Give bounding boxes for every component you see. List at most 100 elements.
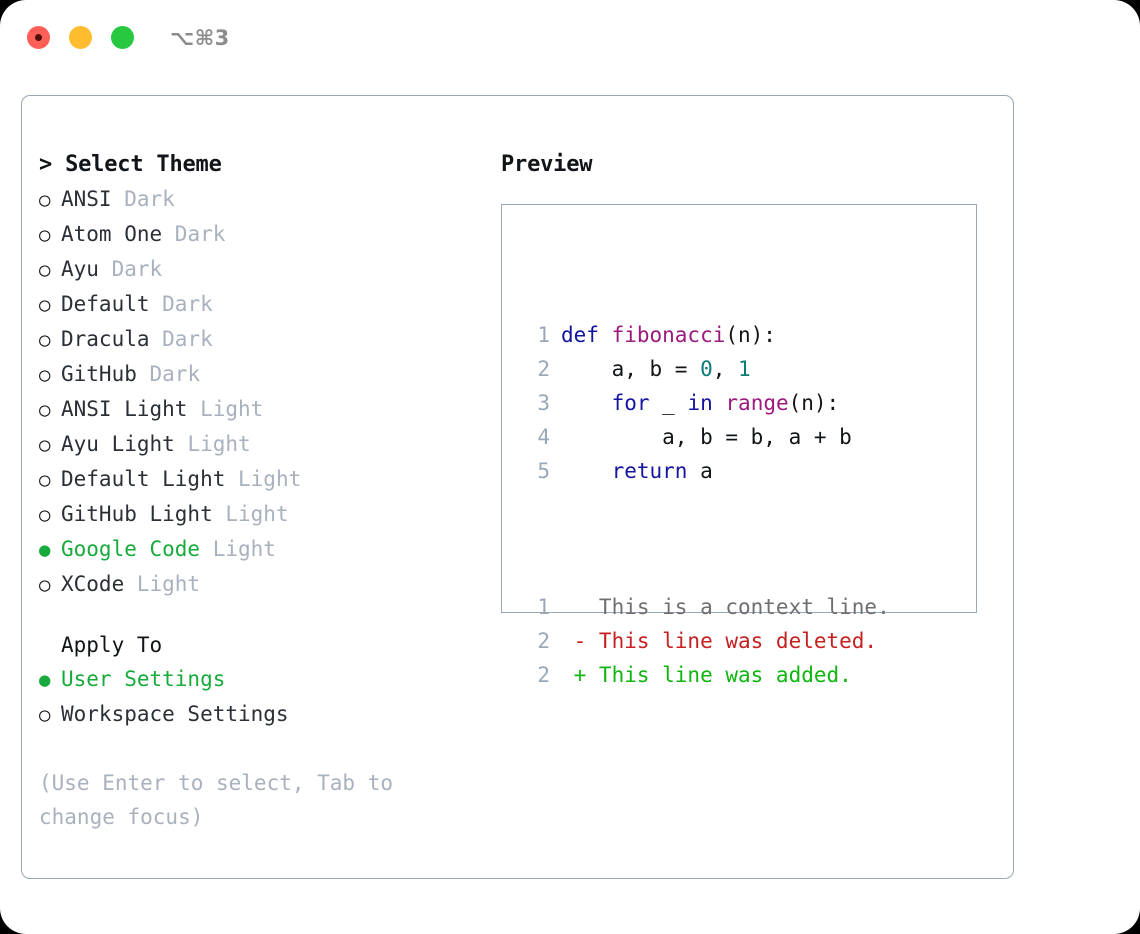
theme-option-name: GitHub Light [61, 502, 226, 526]
radio-selected-icon: ● [39, 539, 51, 561]
theme-option-xcode[interactable]: ○ XCode Light [39, 567, 509, 602]
apply-to-title: Apply To [61, 633, 163, 657]
code-token-txt [561, 459, 612, 483]
theme-option-variant: Light [136, 572, 201, 596]
theme-option-variant: Light [212, 537, 276, 561]
apply-to-option-user-settings[interactable]: ● User Settings [39, 662, 509, 697]
radio-unselected-icon: ○ [39, 224, 51, 246]
theme-option-github-light[interactable]: ○ GitHub Light Light [39, 497, 509, 532]
code-token-num: 0 [700, 357, 713, 381]
code-token-kw: in [687, 391, 713, 415]
main-panel: > Select Theme ○ANSI Dark○Atom One Dark○… [21, 95, 1014, 879]
radio-unselected-icon: ○ [39, 294, 51, 316]
line-number: 5 [537, 459, 550, 483]
code-token-txt [713, 391, 726, 415]
preview-code: 1 def fibonacci(n): 2 a, b = 0, 1 3 for _ i… [520, 250, 890, 760]
theme-option-name: Atom One [61, 222, 175, 246]
select-theme-prompt: > Select Theme [39, 152, 222, 177]
line-number: 4 [537, 425, 550, 449]
line-number: 3 [537, 391, 550, 415]
diff-line-add: 2 + This line was added. [520, 658, 890, 692]
code-token-txt: a [687, 459, 713, 483]
theme-option-name: Default [61, 292, 163, 316]
code-token-txt [561, 391, 612, 415]
code-token-txt: a, b = [561, 357, 701, 381]
theme-option-variant: Dark [149, 362, 201, 386]
theme-option-default[interactable]: ○ Default Dark [39, 287, 509, 322]
code-token-kw: def [561, 323, 612, 347]
theme-option-google-code[interactable]: ● Google Code Light [39, 532, 509, 567]
radio-unselected-icon: ○ [39, 399, 51, 421]
diff-line-content: This is a context line. [561, 595, 890, 619]
minimize-window-button[interactable] [69, 26, 92, 49]
code-token-txt: a, b = b, a + b [561, 425, 852, 449]
theme-option-variant: Light [200, 397, 264, 421]
theme-option-name: Default Light [61, 467, 239, 491]
preview-box: 1 def fibonacci(n): 2 a, b = 0, 1 3 for _ i… [501, 204, 977, 687]
theme-option-name: XCode [61, 572, 137, 596]
theme-option-variant: Dark [174, 222, 226, 246]
radio-unselected-icon: ○ [39, 189, 51, 211]
code-token-txt: (n): [725, 323, 776, 347]
apply-to-option-workspace-settings[interactable]: ○ Workspace Settings [39, 697, 509, 732]
theme-option-variant: Dark [162, 292, 213, 316]
theme-option-name: ANSI [61, 187, 125, 211]
code-line-content: a, b = 0, 1 [561, 352, 751, 386]
code-line: 4 a, b = b, a + b [520, 420, 890, 454]
code-token-fn: fibonacci [611, 323, 726, 347]
diff-sample: 1 This is a context line.2 - This line w… [520, 590, 890, 692]
maximize-window-button[interactable] [111, 26, 134, 49]
line-number: 2 [537, 663, 550, 687]
theme-option-variant: Dark [124, 187, 175, 211]
theme-option-variant: Light [238, 467, 302, 491]
code-line-content: a, b = b, a + b [561, 420, 852, 454]
theme-option-ayu-light[interactable]: ○Ayu Light Light [39, 427, 509, 462]
theme-option-name: Dracula [61, 327, 163, 351]
code-line-content: for _ in range(n): [561, 386, 840, 420]
radio-unselected-icon: ○ [39, 364, 51, 386]
radio-unselected-icon: ○ [39, 504, 51, 526]
theme-option-ansi[interactable]: ○ ANSI Dark [39, 182, 509, 217]
theme-option-name: GitHub [61, 362, 150, 386]
close-window-button[interactable] [27, 26, 50, 49]
apply-to-option-name: User Settings [61, 667, 226, 691]
theme-option-variant: Light [187, 432, 251, 456]
code-line: 1 def fibonacci(n): [520, 318, 890, 352]
theme-option-ansi-light[interactable]: ○ ANSI Light Light [39, 392, 509, 427]
window-titlebar: ⌥⌘3 [0, 0, 1140, 76]
radio-unselected-icon: ○ [39, 574, 51, 596]
diff-line-content: - This line was deleted. [561, 629, 878, 653]
code-token-num: 1 [738, 357, 751, 381]
theme-option-variant: Dark [111, 257, 163, 281]
radio-selected-icon: ● [39, 669, 51, 691]
theme-option-atom-one[interactable]: ○ Atom One Dark [39, 217, 509, 252]
theme-option-github[interactable]: ○ GitHub Dark [39, 357, 509, 392]
apply-to-option-name: Workspace Settings [61, 702, 289, 726]
radio-unselected-icon: ○ [39, 704, 51, 726]
code-token-kw: for [611, 391, 650, 415]
theme-option-ayu[interactable]: ○Ayu Dark [39, 252, 509, 287]
apply-to-option-list: ● User Settings ○ Workspace Settings [39, 662, 509, 732]
theme-option-dracula[interactable]: ○Dracula Dark [39, 322, 509, 357]
theme-option-variant: Light [225, 502, 289, 526]
line-number: 1 [537, 323, 550, 347]
diff-line-del: 2 - This line was deleted. [520, 624, 890, 658]
diff-line-ctx: 1 This is a context line. [520, 590, 890, 624]
theme-option-name: Google Code [61, 537, 213, 561]
traffic-light-group [27, 26, 134, 49]
preview-title: Preview [501, 152, 593, 177]
theme-option-list: ○ANSI Dark○Atom One Dark○Ayu Dark○Defaul… [39, 182, 509, 602]
line-number: 2 [537, 357, 550, 381]
keyboard-hint-text: (Use Enter to select, Tab to change focu… [39, 771, 406, 829]
code-sample: 1 def fibonacci(n): 2 a, b = 0, 1 3 for _ i… [520, 318, 890, 488]
theme-picker-column: > Select Theme ○ANSI Dark○Atom One Dark○… [39, 148, 509, 834]
theme-option-name: Ayu [61, 257, 112, 281]
keyboard-shortcut-label: ⌥⌘3 [170, 26, 230, 50]
line-number: 2 [537, 629, 550, 653]
theme-option-name: ANSI Light [61, 397, 201, 421]
theme-option-default-light[interactable]: ○Default Light Light [39, 462, 509, 497]
code-line-content: return a [561, 454, 713, 488]
code-line: 5 return a [520, 454, 890, 488]
theme-option-variant: Dark [162, 327, 213, 351]
